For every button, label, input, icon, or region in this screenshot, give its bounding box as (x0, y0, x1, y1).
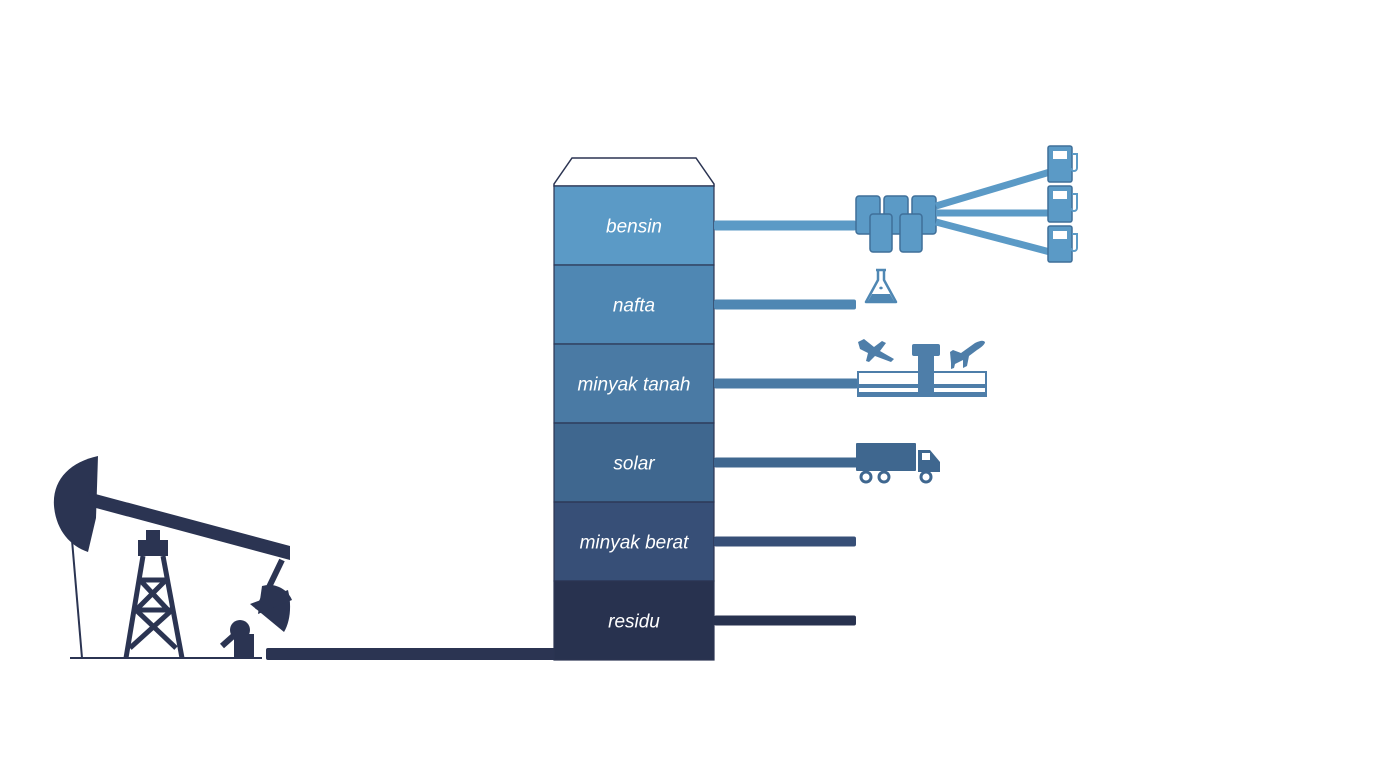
fraction-label: minyak berat (580, 533, 689, 554)
flask-icon (864, 268, 898, 304)
output-pipe (714, 220, 856, 231)
fraction-layer: minyak berat (553, 501, 715, 582)
fraction-layer: minyak tanah (553, 343, 715, 424)
fraction-layer: residu (553, 580, 715, 661)
fraction-layer-band (553, 185, 715, 266)
fraction-label: residu (608, 612, 660, 633)
fuel-station-icon (1047, 145, 1078, 263)
output-pipe (714, 615, 856, 626)
fraction-layer-band (553, 264, 715, 345)
fraction-label: minyak tanah (577, 375, 690, 396)
feed-pipe (266, 648, 558, 660)
fraction-layer-band (553, 501, 715, 582)
column-cap (553, 157, 715, 187)
fraction-label: nafta (613, 296, 655, 317)
distillation-column: bensin nafta minyak tanah solar minyak berat… (553, 157, 715, 661)
fraction-label: bensin (606, 217, 662, 238)
truck-icon (856, 443, 940, 484)
airplane-icon (858, 339, 894, 362)
fraction-layer-band (553, 580, 715, 661)
fraction-layer: solar (553, 422, 715, 503)
output-pipe (714, 299, 856, 310)
airport-icon (857, 339, 987, 397)
fraction-layer: nafta (553, 264, 715, 345)
output-pipe (714, 536, 856, 547)
output-pipe (714, 378, 858, 389)
gasoline-distribution (855, 168, 1052, 256)
fraction-label: solar (613, 454, 655, 475)
control-tower-icon (912, 344, 940, 396)
airplane-icon (950, 340, 985, 369)
pumpjack-icon (53, 456, 292, 659)
output-pipe (714, 457, 858, 468)
fraction-layer: bensin (553, 185, 715, 266)
